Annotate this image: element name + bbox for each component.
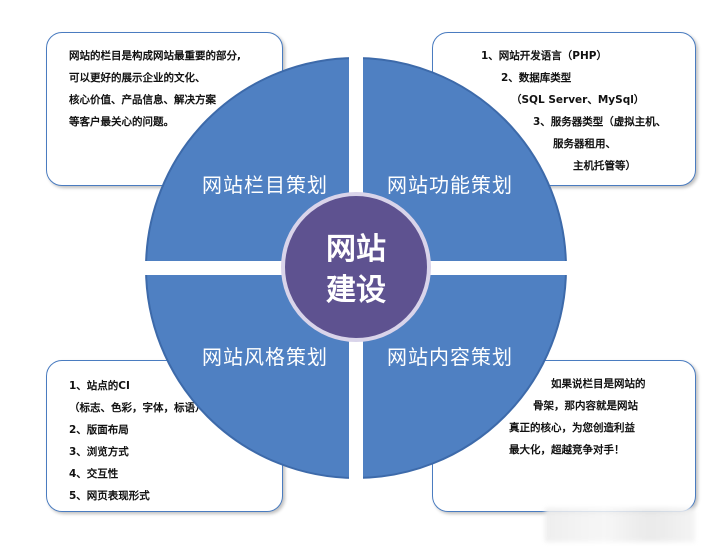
note-line: 5、网页表现形式 <box>69 490 150 502</box>
note-line: 真正的核心，为您创造利益 <box>509 422 635 434</box>
note-line: （SQL Server、MySql） <box>511 94 645 106</box>
note-line: 主机托管等） <box>573 160 636 172</box>
quadrant-label-functions: 网站功能策划 <box>387 173 513 197</box>
note-line: （标志、色彩，字体，标语） <box>69 402 206 414</box>
note-line: 1、站点的CI <box>69 380 130 392</box>
blurred-watermark <box>545 508 695 542</box>
hub-title-line-1: 网站 <box>326 232 386 267</box>
note-line: 最大化，超越竞争对手！ <box>509 444 625 456</box>
note-line: 2、版面布局 <box>69 424 129 436</box>
quadrant-label-content: 网站内容策划 <box>387 345 513 369</box>
note-line: 核心价值、产品信息、解决方案 <box>69 94 216 106</box>
note-line: 3、浏览方式 <box>69 446 129 458</box>
note-line: 网站的栏目是构成网站最重要的部分, <box>69 50 241 62</box>
note-line: 骨架，那内容就是网站 <box>533 400 638 412</box>
note-line: 服务器租用、 <box>553 138 616 150</box>
note-line: 1、网站开发语言（PHP） <box>481 50 607 62</box>
note-line: 2、数据库类型 <box>501 72 572 84</box>
note-line: 3、服务器类型（虚拟主机、 <box>533 116 667 128</box>
note-line: 4、交互性 <box>69 468 119 480</box>
hub-title-line-2: 建设 <box>326 273 386 308</box>
quadrant-label-columns: 网站栏目策划 <box>202 173 328 197</box>
note-line: 如果说栏目是网站的 <box>551 378 646 390</box>
note-line: 等客户最关心的问题。 <box>69 116 174 128</box>
note-line: 可以更好的展示企业的文化、 <box>69 72 206 84</box>
center-hub <box>281 192 431 342</box>
quadrant-label-style: 网站风格策划 <box>202 345 328 369</box>
